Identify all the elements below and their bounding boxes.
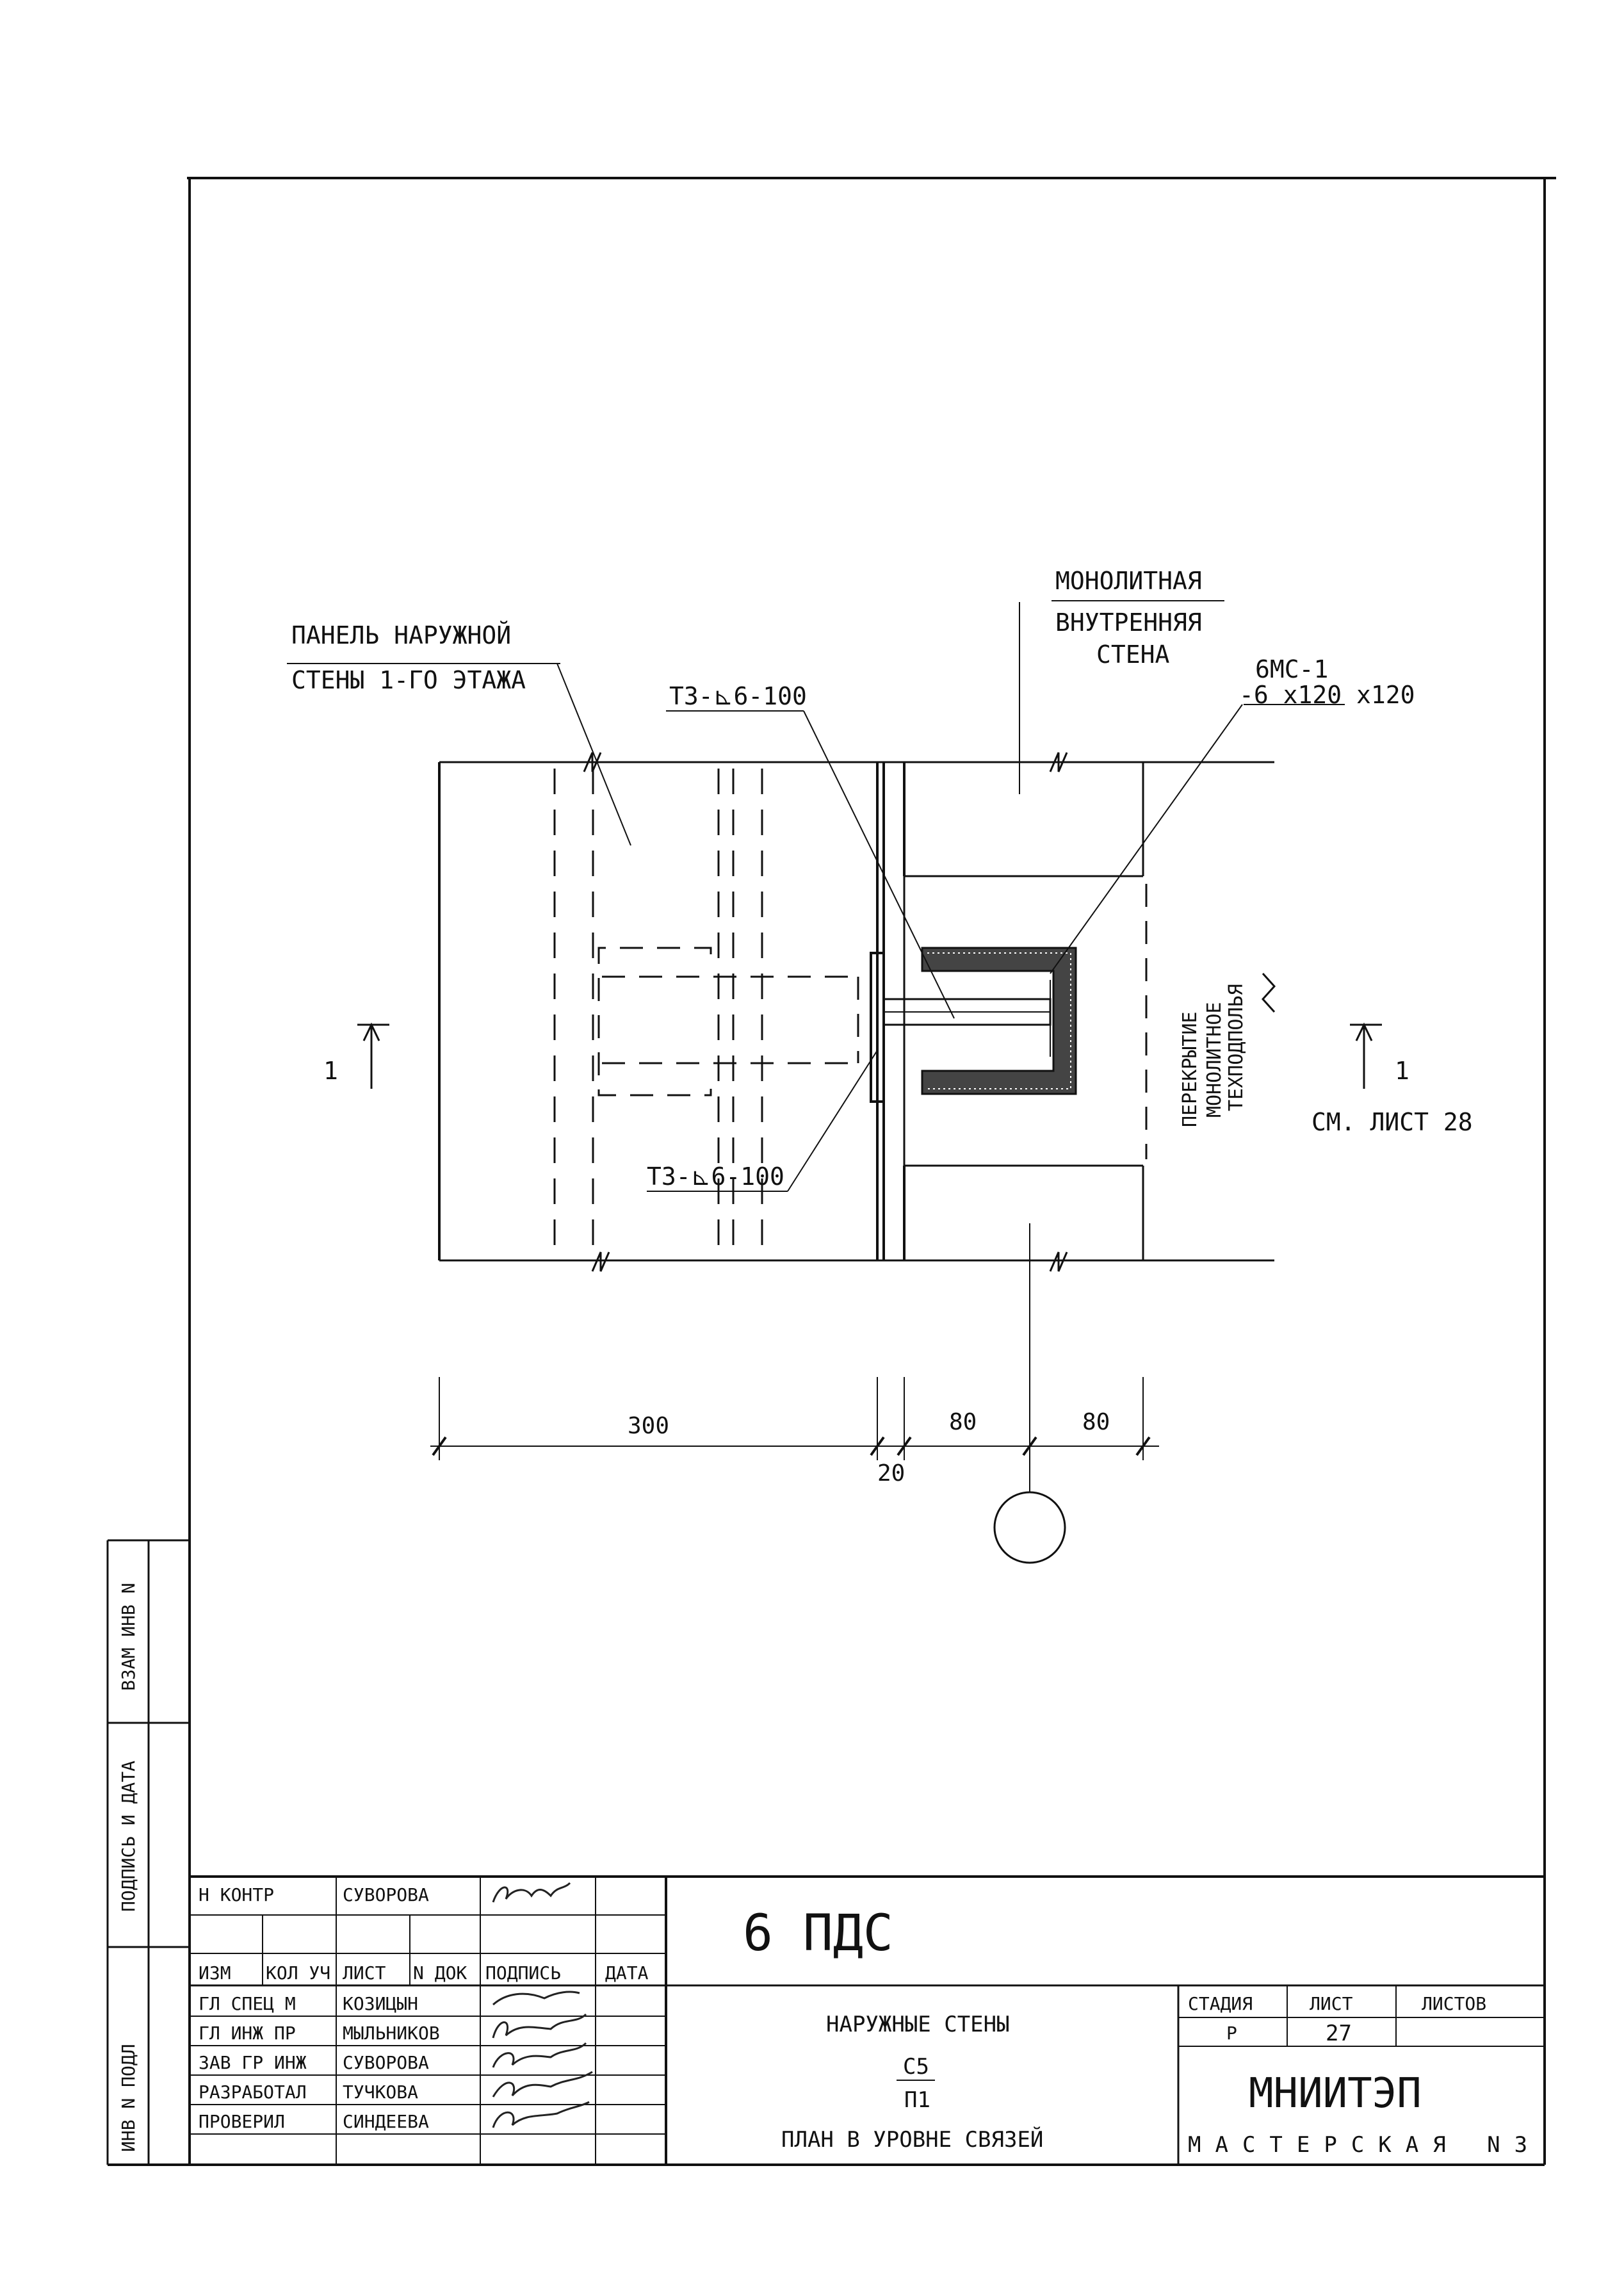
row-name: СУВОРОВА (343, 2052, 429, 2073)
col-izm: ИЗМ (199, 1962, 231, 1984)
label-slab-1: ПЕРЕКРЫТИЕ (1179, 1011, 1201, 1127)
row-name: ТУЧКОВА (343, 2082, 418, 2103)
list-label: ЛИСТ (1310, 1993, 1353, 2014)
sheet-title: ПЛАН В УРОВНЕ СВЯЗЕЙ (781, 2126, 1043, 2153)
label-weld-bottom: Т3-⊾6-100 (647, 1162, 784, 1191)
outer-wall-panel (438, 761, 1274, 1262)
title-block-main: 6 ПДС НАРУЖНЫЕ СТЕНЫ С5 П1 ПЛАН В УРОВНЕ… (743, 1905, 1541, 2158)
project-code: 6 ПДС (743, 1905, 893, 1962)
label-part-mark: 6МС-1 (1255, 655, 1328, 683)
dim-right: 80 (1082, 1409, 1110, 1435)
org-name: МНИИТЭП (1249, 2070, 1422, 2117)
side-stamp-columns (106, 1539, 190, 2165)
dim-left: 80 (949, 1409, 977, 1435)
list-value: 27 (1326, 2021, 1352, 2046)
axis-bubble (993, 1491, 1066, 1564)
label-weld-top: Т3-⊾6-100 (669, 682, 807, 710)
col-list: ЛИСТ (343, 1962, 386, 1984)
dim-panel: 300 (628, 1413, 669, 1439)
row-role: ПРОВЕРИЛ (199, 2111, 285, 2132)
section-title: НАРУЖНЫЕ СТЕНЫ (826, 2012, 1010, 2037)
section-left-number: 1 (323, 1057, 338, 1085)
stamp-podpis: ПОДПИСЬ И ДАТА (118, 1761, 139, 1912)
col-podpis: ПОДПИСЬ (485, 1962, 561, 1984)
fraction-top: С5 (903, 2054, 929, 2080)
title-block-header: Н КОНТР СУВОРОВА ИЗМ КОЛ УЧ ЛИСТ N ДОК П… (199, 1884, 649, 1984)
dim-gap: 20 (877, 1460, 905, 1487)
monolithic-wall (903, 762, 1148, 1492)
label-see-sheet: СМ. ЛИСТ 28 (1311, 1108, 1473, 1136)
label-outer-panel-2: СТЕНЫ 1-ГО ЭТАЖА (291, 666, 526, 694)
label-part-size: -6 х120 х120 (1239, 681, 1415, 709)
row-name: КОЗИЦЫН (343, 1993, 418, 2014)
stamp-inv: ИНВ N ПОДЛ (118, 2044, 139, 2152)
label-mono-wall-2: ВНУТРЕННЯЯ (1055, 608, 1202, 637)
col-koluch: КОЛ УЧ (266, 1962, 330, 1984)
signatures (492, 1882, 593, 2128)
stage-value: Р (1226, 2023, 1237, 2044)
label-slab-2: МОНОЛИТНОЕ (1203, 1002, 1226, 1118)
tie-connection (870, 947, 1077, 1103)
row-role: ЗАВ ГР ИНЖ (199, 2052, 307, 2073)
section-right-number: 1 (1395, 1057, 1409, 1085)
label-slab-3: ТЕХПОДПОЛЬЯ (1225, 984, 1247, 1111)
sheet-frame (108, 177, 1556, 2166)
row-role: ГЛ ИНЖ ПР (199, 2023, 296, 2044)
dimension-lines (430, 1377, 1159, 1460)
label-mono-wall-1: МОНОЛИТНАЯ (1055, 567, 1202, 595)
stage-label: СТАДИЯ (1188, 1993, 1253, 2014)
row-name: СИНДЕЕВА (343, 2111, 429, 2132)
row-role: РАЗРАБОТАЛ (199, 2082, 307, 2103)
listov-label: ЛИСТОВ (1422, 1993, 1486, 2014)
leader-lines (287, 600, 1345, 1192)
label-mono-wall-3: СТЕНА (1096, 640, 1170, 669)
workshop-name: МАСТЕРСКАЯ N3 (1188, 2132, 1541, 2158)
col-data: ДАТА (605, 1962, 649, 1984)
label-outer-panel-1: ПАНЕЛЬ НАРУЖНОЙ (291, 621, 511, 649)
title-block-lines (190, 1875, 1545, 2165)
section-markers (357, 1022, 1382, 1089)
col-ndok: N ДОК (413, 1962, 467, 1984)
row-name: МЫЛЬНИКОВ (343, 2023, 440, 2044)
title-block-rows: ГЛ СПЕЦ М КОЗИЦЫН ГЛ ИНЖ ПР МЫЛЬНИКОВ ЗА… (199, 1993, 440, 2132)
n-kontr-role: Н КОНТР (199, 1884, 274, 1905)
stamp-vzam: ВЗАМ ИНВ N (118, 1583, 139, 1691)
row-role: ГЛ СПЕЦ М (199, 1993, 296, 2014)
fraction-bottom: П1 (904, 2087, 930, 2113)
n-kontr-name: СУВОРОВА (343, 1884, 429, 1905)
